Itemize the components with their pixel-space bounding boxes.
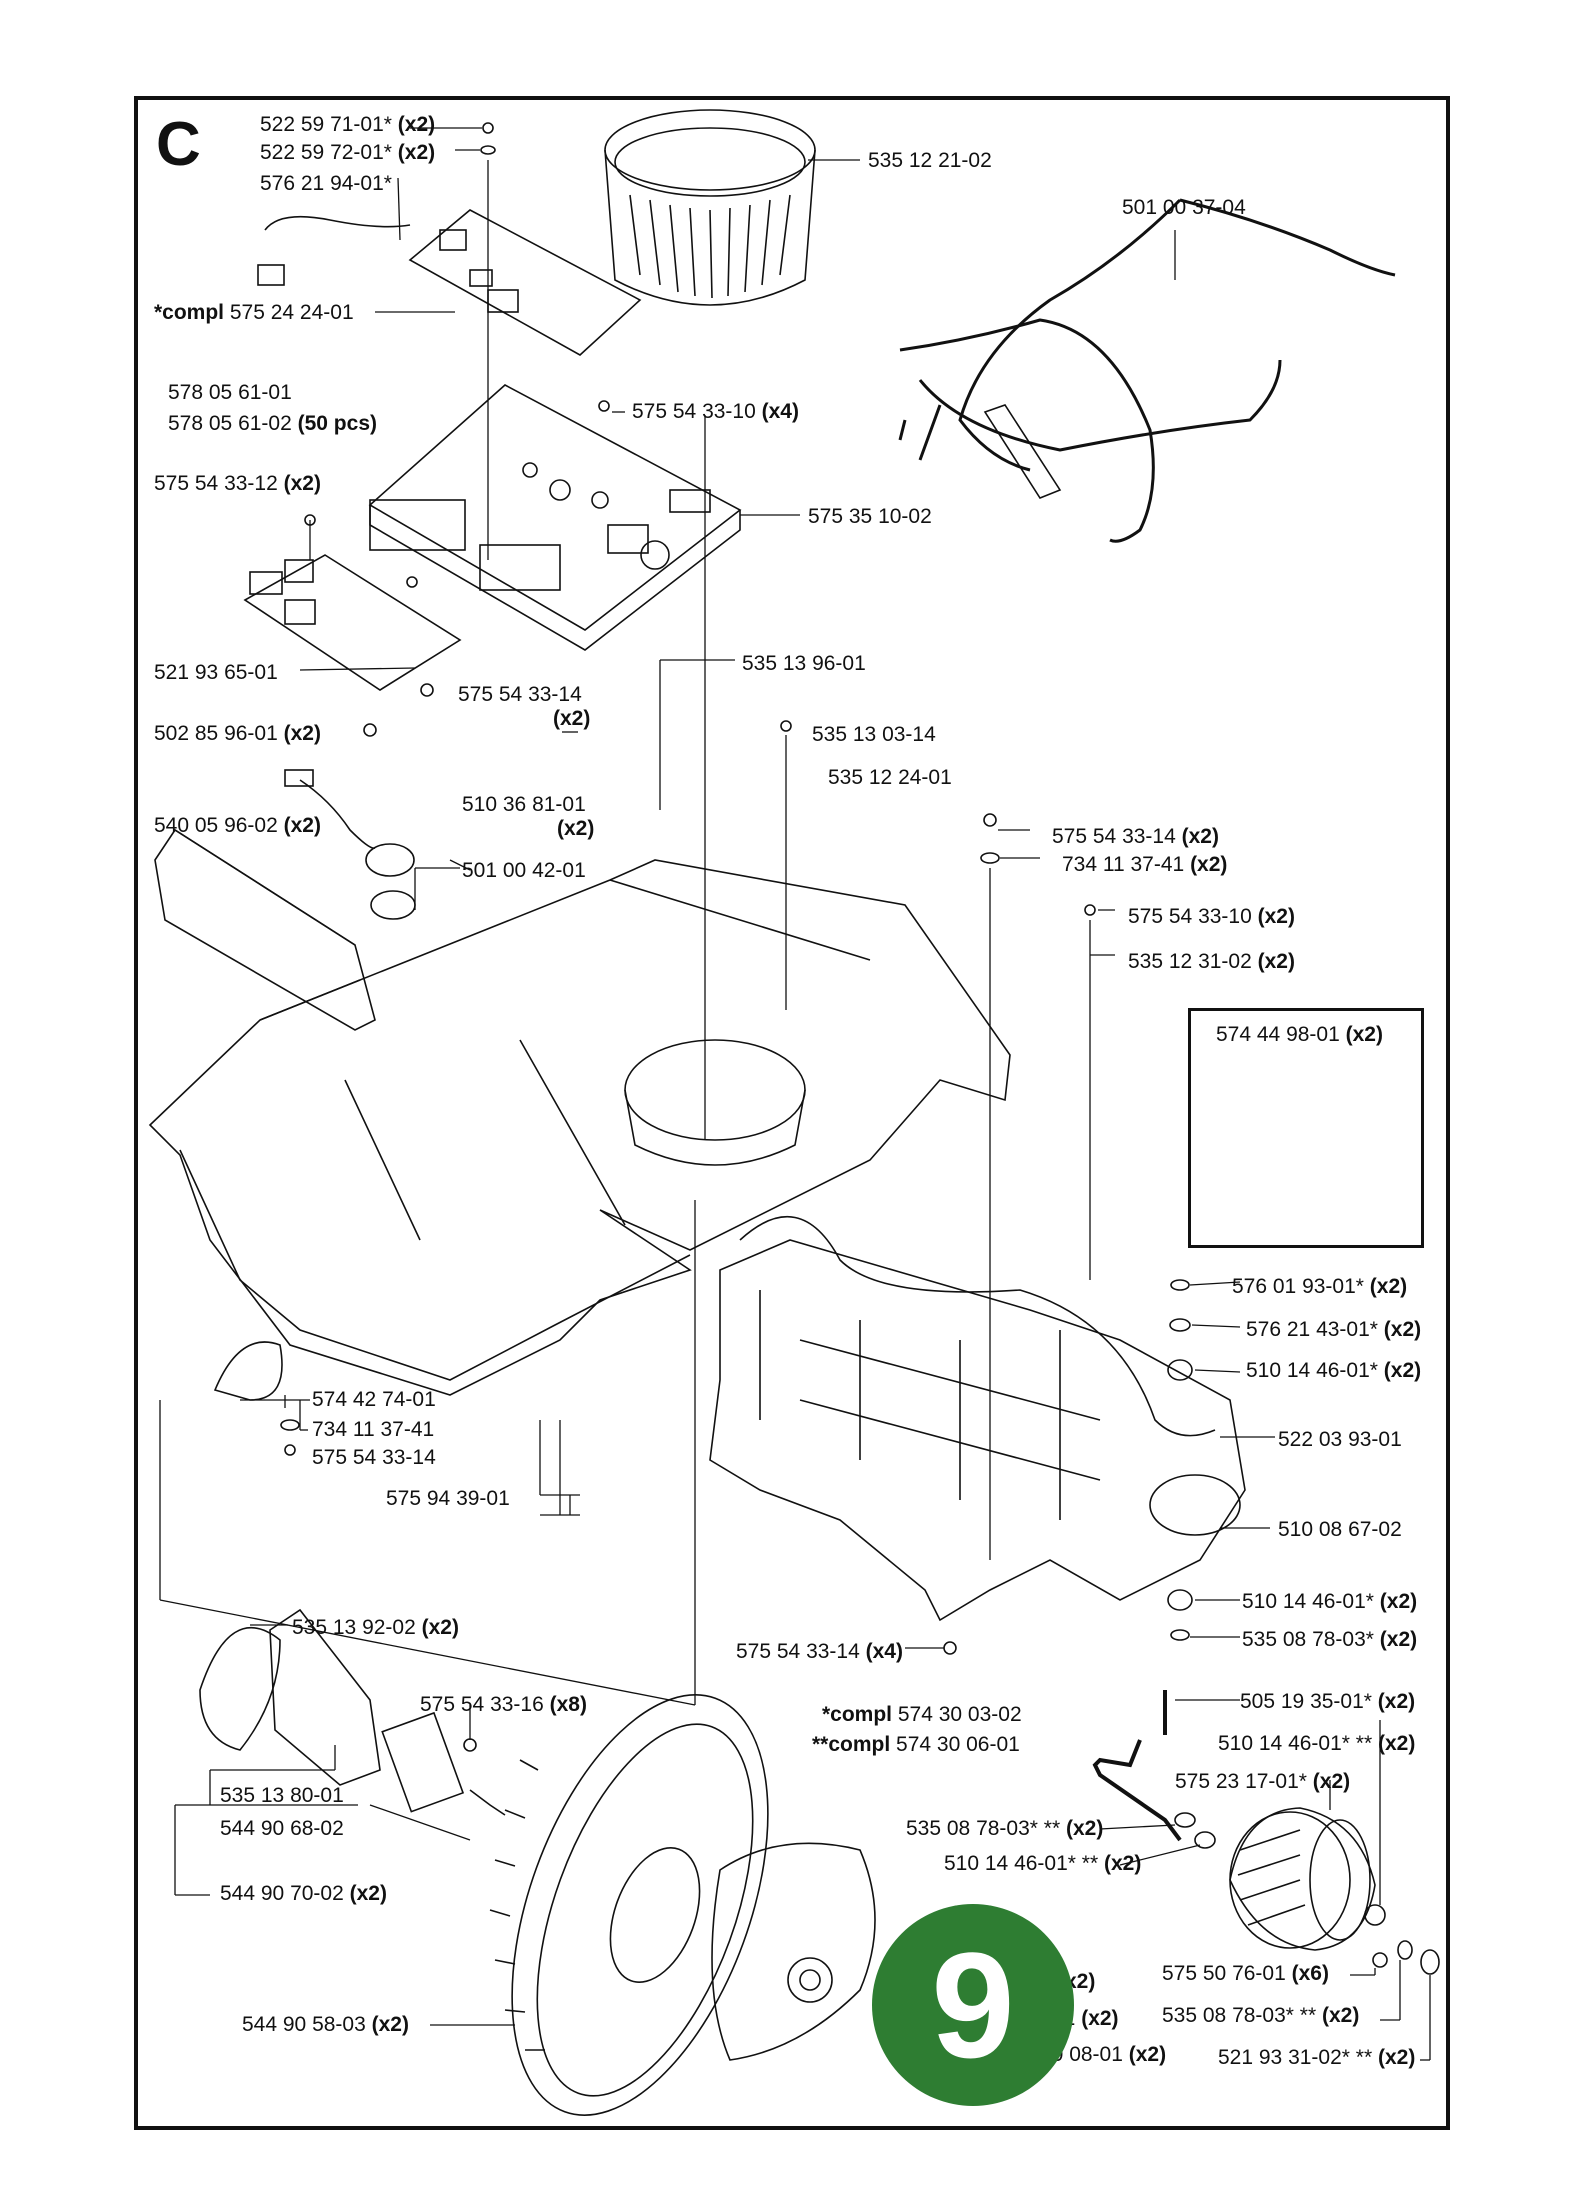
callout-24: 535 12 31-02 (x2) (1128, 950, 1295, 973)
inset-box (1188, 1008, 1424, 1248)
callout-49: 535 08 78-03* ** (x2) (1162, 2004, 1360, 2027)
callout-30: 510 08 67-02 (1278, 1518, 1402, 1541)
callout-3: 576 21 94-01* (260, 172, 392, 195)
outer-ring-drawing (604, 109, 816, 306)
callout-22: 734 11 37-41 (x2) (1062, 853, 1228, 876)
hub-cap-drawing (711, 1842, 876, 2061)
callout-41: 510 14 46-01* ** (x2) (1218, 1732, 1416, 1755)
compl-note-2: **compl 574 30 06-01 (812, 1733, 1020, 1756)
callout-47: 544 90 70-02 (x2) (220, 1882, 387, 1905)
callout-15: 535 13 96-01 (742, 652, 866, 675)
section-letter: C (156, 110, 201, 179)
callout-35: 510 14 46-01* (x2) (1242, 1590, 1418, 1613)
callout-40: 575 54 33-16 (x8) (420, 1693, 587, 1716)
drive-wheel-drawing (489, 1694, 769, 2116)
small-pcb-drawing (243, 554, 462, 691)
callout-13: 575 54 33-10 (x4) (632, 400, 799, 423)
callout-27: 576 21 43-01* (x2) (1246, 1318, 1422, 1341)
callout-14: 575 35 10-02 (808, 505, 932, 528)
callout-6: 578 05 61-02 (50 pcs) (168, 412, 377, 435)
callout-31: 574 42 74-01 (312, 1388, 436, 1411)
wiring-harness-drawing (898, 198, 1396, 543)
callout-5: 578 05 61-01 (168, 381, 292, 404)
diagram-frame (134, 96, 1450, 2130)
callout-34: 575 94 39-01 (386, 1487, 510, 1510)
callout-39: 505 19 35-01* (x2) (1240, 1690, 1416, 1713)
axle-drawing (1092, 1739, 1182, 1842)
chassis-drawing (148, 859, 1011, 1396)
callout-1: 522 59 71-01* (x2) (260, 113, 436, 136)
callout-37: 535 13 92-02 (x2) (292, 1616, 459, 1639)
callout-48: 575 50 76-01 (x6) (1162, 1962, 1329, 1985)
callout-9: 502 85 96-01 (x2) (154, 722, 321, 745)
callout-45: 535 08 78-03* ** (x2) (906, 1817, 1104, 1840)
main-pcb-drawing (368, 384, 742, 651)
callout-44: 544 90 68-02 (220, 1817, 344, 1840)
callout-32: 734 11 37-41 (312, 1418, 435, 1441)
callout-4: *compl 575 24 24-01 (154, 301, 354, 324)
callout-21: 575 54 33-14 (x2) (1052, 825, 1219, 848)
callout-46: 510 14 46-01* ** (x2) (944, 1852, 1142, 1875)
callout-10: 540 05 96-02 (x2) (154, 814, 321, 837)
harness-connector-drawing (983, 404, 1062, 499)
lower-body-drawing (709, 1239, 1246, 1622)
callout-26: 576 01 93-01* (x2) (1232, 1275, 1408, 1298)
callout-42: 575 23 17-01* (x2) (1175, 1770, 1351, 1793)
callout-7: 575 54 33-12 (x2) (154, 472, 321, 495)
callout-51: 521 93 31-02* ** (x2) (1218, 2046, 1416, 2069)
callout-36: 535 08 78-03* (x2) (1242, 1628, 1418, 1651)
callout-23: 575 54 33-10 (x2) (1128, 905, 1295, 928)
callout-2: 522 59 72-01* (x2) (260, 141, 436, 164)
callout-19: 510 36 81-01(x2) (462, 793, 595, 840)
fastener-markers (213, 122, 1440, 1975)
rear-wheel-drawing (1229, 1807, 1376, 1951)
callout-11: 535 12 21-02 (868, 149, 992, 172)
battery-pack-drawing (154, 828, 376, 1031)
leader-lines (159, 127, 1431, 2061)
callout-12: 501 00 37-04 (1122, 196, 1246, 219)
callout-16: 575 54 33-14(x2) (458, 683, 591, 730)
callout-18: 535 12 24-01 (828, 766, 952, 789)
callout-8: 521 93 65-01 (154, 661, 278, 684)
callout-50: 544 90 58-03 (x2) (242, 2013, 409, 2036)
callout-17: 535 13 03-14 (812, 723, 936, 746)
wire-522-drawing (739, 1216, 1216, 1437)
compl-note-1: *compl 574 30 03-02 (822, 1703, 1022, 1726)
callout-28: 510 14 46-01* (x2) (1246, 1359, 1422, 1382)
pcb-upper-drawing (257, 209, 642, 356)
callout-25: 574 44 98-01 (x2) (1216, 1023, 1383, 1046)
callout-33: 575 54 33-14 (312, 1446, 436, 1469)
page-number-badge: 9 (872, 1904, 1074, 2106)
callout-43: 535 13 80-01 (220, 1784, 344, 1807)
callout-38: 575 54 33-14 (x4) (736, 1640, 903, 1663)
callout-20: 501 00 42-01 (462, 859, 586, 882)
motor-assembly-drawing (199, 1608, 506, 1816)
speaker-drawing (284, 769, 416, 920)
callout-29: 522 03 93-01 (1278, 1428, 1402, 1451)
